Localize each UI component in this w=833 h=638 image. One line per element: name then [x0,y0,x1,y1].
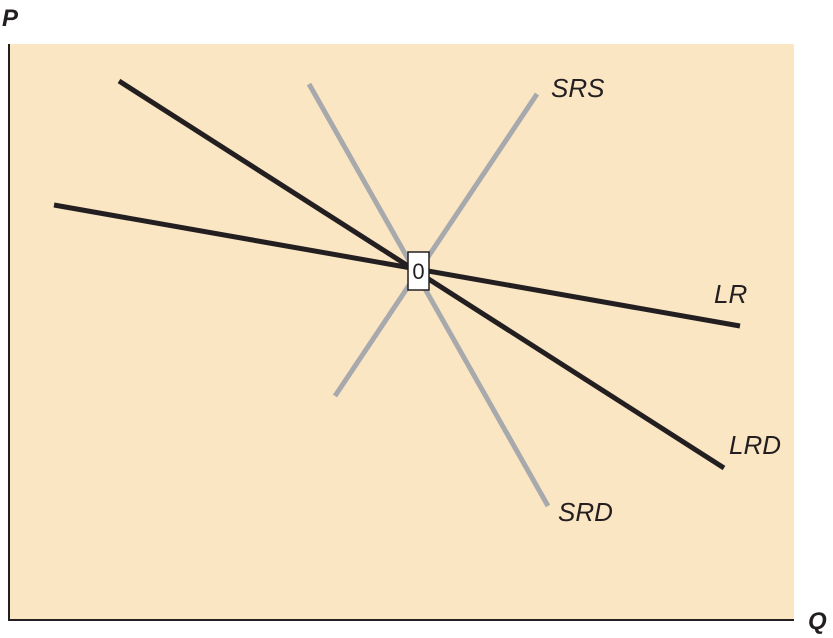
equilibrium-point-label: 0 [412,259,424,284]
lr-label: LR [714,279,747,309]
lr-curve [53,202,741,329]
equilibrium-point-box [407,251,430,291]
x-axis-label: Q [808,608,827,635]
srd-curve [306,82,551,508]
srs-curve [332,92,540,398]
srs-label: SRS [551,73,605,103]
lrd-label: LRD [729,430,781,460]
srd-label: SRD [558,497,613,527]
plot-area [9,44,794,620]
y-axis-label: P [2,5,19,32]
